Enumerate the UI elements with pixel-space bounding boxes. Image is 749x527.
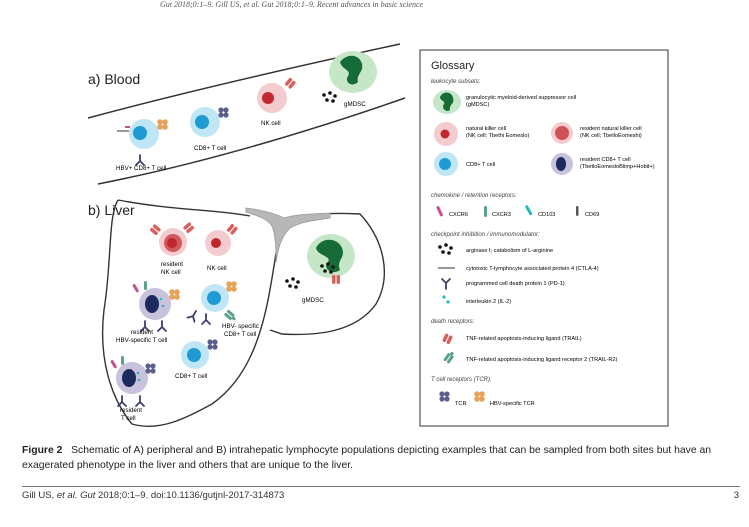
glossary-gmdsc-2: (gMDSC) bbox=[466, 102, 489, 108]
blood-cd8-label: CD8+ T cell bbox=[194, 145, 226, 152]
glossary-rnk-2: (NK cell; TbetloEomeshi) bbox=[580, 133, 642, 139]
liver-hbv-cd8-label-2: CD8+ T cell bbox=[224, 331, 256, 338]
caption-text: Schematic of A) peripheral and B) intrah… bbox=[22, 445, 712, 471]
liver-gmdsc bbox=[285, 234, 355, 289]
glossary-title: Glossary bbox=[431, 60, 475, 72]
liver-res-t-label-1: resident bbox=[120, 407, 142, 414]
glossary-arginase: arginase I; catabolism of L-arginine bbox=[466, 248, 553, 254]
liver-res-hbv-label-2: HBV-specific T cell bbox=[116, 337, 167, 344]
blood-hbv-cd8-t-cell bbox=[117, 119, 168, 166]
liver-resident-t-cell bbox=[110, 356, 156, 407]
liver-resident-nk-label-1: resident bbox=[161, 261, 183, 268]
glossary-section-chemokine: chemokine / retention receptors: bbox=[431, 193, 517, 199]
blood-cd8-t-cell bbox=[190, 107, 229, 137]
blood-gmdsc bbox=[322, 51, 377, 103]
liver-hbv-cd8-label-1: HBV- specific bbox=[222, 323, 259, 330]
glossary-section-death: death receptors: bbox=[431, 319, 475, 325]
liver-resident-nk-label-2: NK cell bbox=[161, 269, 181, 276]
liver-cd8-label: CD8+ T cell bbox=[175, 373, 207, 380]
glossary-trailr2: TNF-related apoptosis-inducing ligand re… bbox=[466, 357, 618, 363]
blood-gmdsc-label: gMDSC bbox=[344, 101, 366, 108]
liver-left-lobe-top bbox=[117, 199, 251, 217]
figure-caption: Figure 2 Schematic of A) peripheral and … bbox=[22, 443, 737, 473]
figure-2-schematic: a) Blood HBV+ CD8+ T cell CD8+ T cell NK… bbox=[87, 43, 669, 428]
blood-vessel-lower-wall bbox=[97, 97, 406, 185]
glossary-rcd8-2: (TbetloEomesloBlimp+Hobit+) bbox=[580, 164, 655, 170]
page-number: 3 bbox=[733, 490, 739, 501]
blood-nk-cell bbox=[257, 77, 297, 113]
liver-res-hbv-label-1: resident bbox=[131, 329, 153, 336]
blood-nk-label: NK cell bbox=[261, 120, 281, 127]
glossary-trail: TNF-related apoptosis-inducing ligand (T… bbox=[466, 336, 582, 342]
liver-cd8-t-cell bbox=[181, 339, 218, 369]
glossary-section-leukocyte: leukocyte subsets: bbox=[431, 79, 481, 85]
liver-res-t-label-2: T cell bbox=[121, 415, 136, 422]
glossary-ctla4: cytotoxic T-lymphocyte associated protei… bbox=[466, 266, 599, 272]
glossary-section-checkpoint: checkpoint inhibition / immunomodulator: bbox=[431, 232, 540, 238]
liver-nk-label: NK cell bbox=[207, 265, 227, 272]
glossary-cd8: CD8+ T cell bbox=[466, 162, 495, 168]
footer-authors: Gill US, bbox=[22, 490, 57, 501]
liver-resident-nk-cell bbox=[149, 221, 195, 256]
glossary-cd103: CD103 bbox=[538, 212, 555, 218]
glossary-cxcr6: CXCR6 bbox=[449, 212, 468, 218]
caption-label: Figure 2 bbox=[22, 445, 63, 456]
glossary-cxcr3: CXCR3 bbox=[492, 212, 511, 218]
glossary-box: Glossary leukocyte subsets: granulocytic… bbox=[419, 49, 669, 427]
footer-citation: 2018;0:1–9. doi:10.1136/gutjnl-2017-3148… bbox=[95, 490, 285, 501]
panel-b-title: b) Liver bbox=[88, 202, 135, 218]
glossary-nk-1: natural killer cell bbox=[466, 126, 506, 132]
glossary-nk-2: (NK cell; Tbethi Eomeslo) bbox=[466, 133, 529, 139]
glossary-cd69: CD69 bbox=[585, 212, 599, 218]
footer-etal: et al bbox=[56, 490, 75, 501]
glossary-rcd8-1: resident CD8+ T cell bbox=[580, 157, 631, 163]
blood-hbv-cd8-label: HBV+ CD8+ T cell bbox=[116, 165, 166, 172]
running-head: Gut 2018;0:1–9. Gill US, et al. Gut 2018… bbox=[160, 0, 424, 9]
liver-hbv-cd8-t-cell bbox=[186, 281, 238, 325]
footer-rule bbox=[22, 486, 740, 487]
footer-journal: . Gut bbox=[74, 490, 96, 501]
glossary-gmdsc-1: granulocytic myeloid-derived suppressor … bbox=[466, 95, 576, 101]
glossary-tcr: TCR bbox=[455, 401, 467, 407]
citation-footer: Gill US, et al. Gut 2018;0:1–9. doi:10.1… bbox=[22, 490, 284, 501]
liver-resident-hbv-t-cell bbox=[132, 281, 180, 332]
liver-vessel-branch bbox=[245, 207, 331, 263]
glossary-pd1: programmed cell death protein 1 (PD-1) bbox=[466, 281, 565, 287]
panel-a-title: a) Blood bbox=[88, 71, 140, 87]
glossary-hbv-tcr: HBV-specific TCR bbox=[490, 401, 535, 407]
liver-gmdsc-label: gMDSC bbox=[302, 297, 324, 304]
glossary-rnk-1: resident natural killer cell bbox=[580, 126, 642, 132]
liver-nk-cell bbox=[205, 223, 239, 256]
liver-outline bbox=[101, 199, 386, 428]
glossary-section-tcr: T cell receptors (TCR): bbox=[431, 377, 492, 383]
glossary-il2: interleukin 2 (IL-2) bbox=[466, 299, 511, 305]
